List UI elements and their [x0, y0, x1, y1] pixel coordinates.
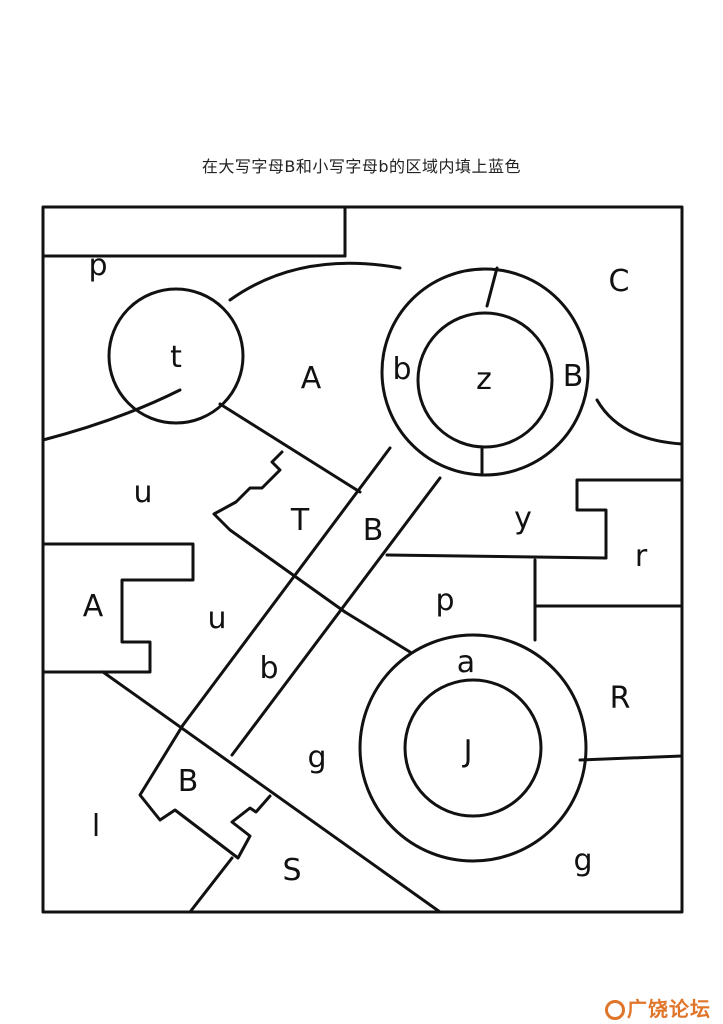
- region-letter-top-left[interactable]: p: [88, 248, 107, 283]
- watermark-logo-icon: [605, 1000, 625, 1020]
- region-letter-right-notch[interactable]: r: [635, 539, 648, 574]
- region-letter-key-head[interactable]: B: [178, 764, 199, 799]
- region-letter-key-shaft-upper[interactable]: B: [363, 513, 384, 548]
- region-letter-dome[interactable]: A: [301, 361, 322, 396]
- site-watermark: 广饶论坛: [605, 993, 711, 1022]
- region-letter-lower-right[interactable]: R: [610, 681, 631, 716]
- region-letter-small-circle[interactable]: t: [170, 340, 182, 375]
- region-letter-bottom-right[interactable]: g: [573, 843, 592, 878]
- region-letter-top-right[interactable]: C: [609, 264, 630, 299]
- region-letter-middle-right[interactable]: p: [435, 583, 454, 618]
- region-letter-key-shaft-lower[interactable]: b: [259, 651, 278, 686]
- instruction-text: 在大写字母B和小写字母b的区域内填上蓝色: [201, 157, 522, 176]
- region-letter-ring-left[interactable]: b: [392, 352, 411, 387]
- puzzle-frame: [41, 205, 684, 914]
- region-letter-bottom-left[interactable]: l: [92, 809, 100, 844]
- region-letter-ring-right[interactable]: B: [563, 359, 584, 394]
- region-letter-bottom-middle[interactable]: S: [282, 853, 301, 888]
- region-letter-left-notch[interactable]: A: [83, 589, 104, 624]
- lower-ring-inner: [403, 678, 543, 818]
- region-letter-key-tooth[interactable]: T: [290, 503, 310, 538]
- region-letter-left-band[interactable]: u: [133, 475, 152, 510]
- region-letter-inner-circle-bottom[interactable]: J: [462, 734, 473, 769]
- top-ring-inner: [416, 311, 554, 449]
- region-letter-middle-left[interactable]: u: [207, 601, 226, 636]
- watermark-text: 广饶论坛: [627, 997, 711, 1021]
- small-circle-outline: [107, 287, 245, 425]
- region-letter-right-band[interactable]: y: [514, 501, 532, 536]
- region-letter-outer-ring-bottom[interactable]: a: [457, 645, 475, 680]
- region-letter-key-bottom-middle[interactable]: g: [307, 740, 326, 775]
- top-ring-outer: [380, 267, 590, 477]
- region-letter-ring-inner[interactable]: z: [476, 362, 492, 397]
- lower-ring-outer: [358, 633, 588, 863]
